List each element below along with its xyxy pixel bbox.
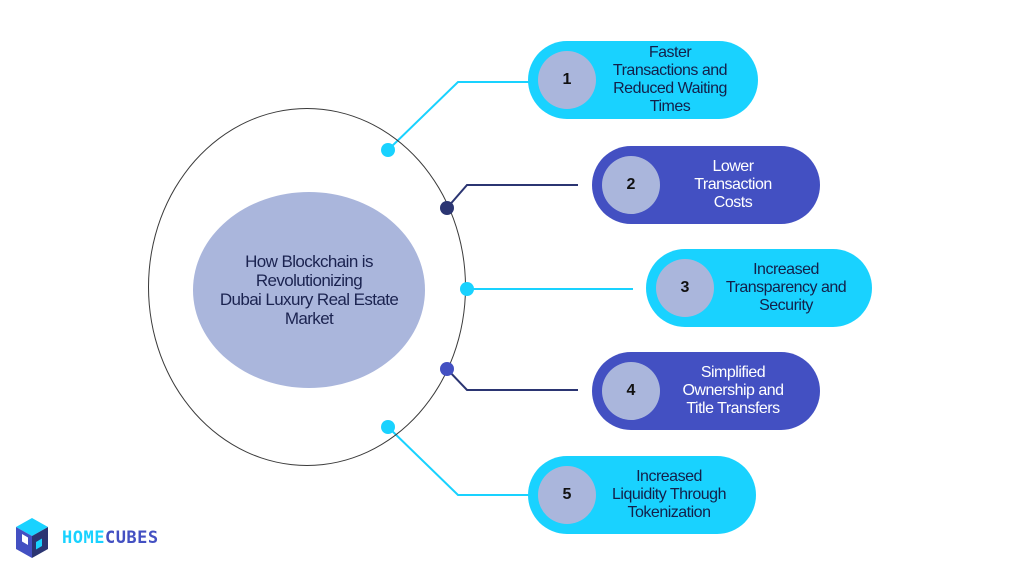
benefit-number-badge: 4 bbox=[602, 362, 660, 420]
benefit-label-line: Liquidity Through bbox=[612, 486, 726, 503]
connector-4 bbox=[446, 368, 578, 391]
benefit-pill-2: 2 Lower Transaction Costs bbox=[592, 146, 820, 224]
benefit-label-line: Reduced Waiting bbox=[613, 80, 727, 97]
benefit-label-line: Lower bbox=[712, 158, 754, 175]
benefit-number-badge: 5 bbox=[538, 466, 596, 524]
benefit-label-line: Transaction bbox=[694, 176, 772, 193]
connector-5 bbox=[387, 426, 530, 496]
benefit-label-line: Transparency and bbox=[725, 279, 847, 296]
benefit-label: Faster Transactions and Reduced Waiting … bbox=[596, 44, 758, 116]
connector-2 bbox=[446, 184, 578, 209]
benefit-label-line: Increased bbox=[636, 468, 702, 485]
benefit-label-line: Times bbox=[649, 98, 691, 115]
central-title-line: How Blockchain is bbox=[245, 252, 373, 271]
benefit-label: Increased Liquidity Through Tokenization bbox=[596, 468, 756, 522]
central-title-line: Market bbox=[284, 309, 334, 328]
benefit-label-line: Title Transfers bbox=[686, 400, 780, 417]
homecubes-logo: HOMECUBES bbox=[14, 516, 159, 560]
logo-wordmark: HOMECUBES bbox=[62, 528, 159, 548]
benefit-label: Simplified Ownership and Title Transfers bbox=[660, 364, 820, 418]
benefit-label-line: Increased bbox=[753, 261, 819, 278]
benefit-number-badge: 2 bbox=[602, 156, 660, 214]
benefit-number-badge: 1 bbox=[538, 51, 596, 109]
central-title-line: Dubai Luxury Real Estate bbox=[219, 290, 399, 309]
benefit-label-line: Costs bbox=[713, 194, 753, 211]
benefit-pill-4: 4 Simplified Ownership and Title Transfe… bbox=[592, 352, 820, 430]
central-topic-circle: How Blockchain is Revolutionizing Dubai … bbox=[193, 192, 425, 388]
central-title-line: Revolutionizing bbox=[255, 271, 363, 290]
benefit-number-badge: 3 bbox=[656, 259, 714, 317]
connector-dot-3 bbox=[460, 282, 474, 296]
benefit-pill-5: 5 Increased Liquidity Through Tokenizati… bbox=[528, 456, 756, 534]
benefit-pill-3: 3 Increased Transparency and Security bbox=[646, 249, 872, 327]
benefit-label-line: Tokenization bbox=[627, 504, 711, 521]
central-topic-title: How Blockchain is Revolutionizing Dubai … bbox=[204, 252, 414, 328]
benefit-label-line: Simplified bbox=[700, 364, 766, 381]
benefit-pill-1: 1 Faster Transactions and Reduced Waitin… bbox=[528, 41, 758, 119]
connector-dot-4 bbox=[440, 362, 454, 376]
logo-text-cubes: CUBES bbox=[104, 528, 159, 548]
benefit-label: Lower Transaction Costs bbox=[660, 158, 820, 212]
benefit-label-line: Faster bbox=[648, 44, 692, 61]
benefit-label-line: Transactions and bbox=[612, 62, 728, 79]
benefit-label-line: Security bbox=[759, 297, 813, 314]
benefit-label: Increased Transparency and Security bbox=[714, 261, 872, 315]
logo-text-home: HOME bbox=[62, 528, 105, 548]
connector-dot-2 bbox=[440, 201, 454, 215]
benefit-label-line: Ownership and bbox=[682, 382, 784, 399]
cube-logo-icon bbox=[16, 518, 48, 558]
connector-1 bbox=[387, 81, 530, 151]
connector-dot-1 bbox=[381, 143, 395, 157]
connector-dot-5 bbox=[381, 420, 395, 434]
